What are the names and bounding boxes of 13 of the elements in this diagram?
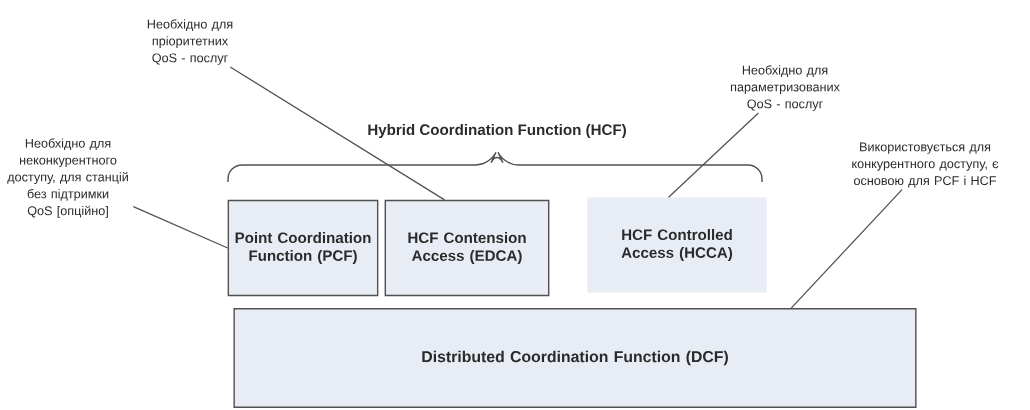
base-function-box: Distributed Coordination Function (DCF) [233,308,917,408]
function-box: HCF Controlled Access (HCCA) [587,197,767,293]
group-heading: Hybrid Coordination Function (HCF) [368,123,626,139]
leader-line [667,112,760,198]
annotation-text: Використовується для конкурентного доступу, є основою для PCF і HCF [852,142,999,188]
annotation-text: Необхідно для параметризованих QoS - послуг [730,65,840,111]
function-box: HCF Contension Access (EDCA) [384,199,550,297]
annotation-text: Необхідно для неконкурентного доступу, для станцій без підтримки QoS [опційно] [7,138,128,218]
leader-line [790,188,903,309]
leader-line [229,66,446,201]
annotation-text: Необхідно для пріоритетних QoS - послуг [147,19,233,65]
function-box: Point Coordination Function (PCF) [227,199,379,297]
leader-line [132,206,229,249]
